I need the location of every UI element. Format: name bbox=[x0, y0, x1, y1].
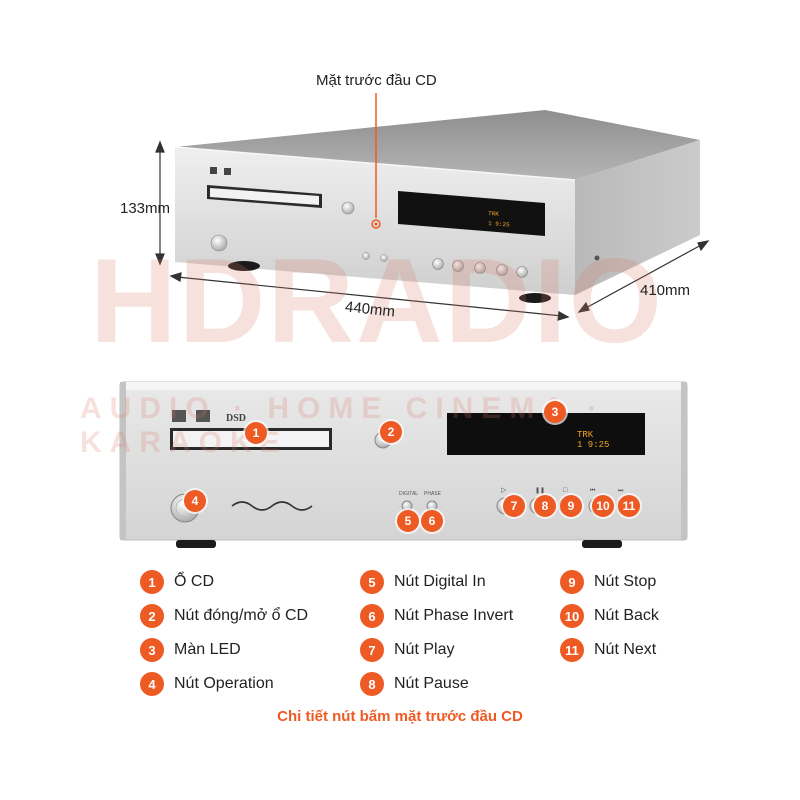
dimension-depth: 410mm bbox=[640, 282, 691, 299]
badge-5: 5 bbox=[397, 510, 419, 532]
badge-3: 3 bbox=[544, 401, 566, 423]
chassis-side bbox=[575, 140, 700, 295]
dimension-height: 133mm bbox=[120, 200, 171, 217]
badge-4: 4 bbox=[184, 490, 206, 512]
dimension-lines bbox=[155, 140, 710, 321]
front-display-trk: TRK bbox=[577, 430, 594, 440]
top-operation-knob bbox=[210, 234, 228, 252]
foot-left bbox=[228, 261, 260, 271]
chassis-top bbox=[175, 110, 700, 180]
top-display-time: 1 9:25 bbox=[488, 220, 510, 229]
front-panel-callout: Mặt trước đầu CD bbox=[316, 72, 437, 89]
watermark-hdradio: HDRADIO bbox=[90, 234, 664, 368]
badge-6: 6 bbox=[421, 510, 443, 532]
badge-8: 8 bbox=[534, 495, 556, 517]
front-logo-dsd: DSD bbox=[226, 413, 246, 424]
svg-text:⏭: ⏭ bbox=[618, 488, 624, 494]
top-display-trk: TRK bbox=[488, 210, 500, 218]
front-display bbox=[447, 413, 645, 455]
digital-label: DIGITAL bbox=[399, 491, 418, 497]
top-display bbox=[398, 191, 545, 236]
foot-right bbox=[519, 293, 551, 303]
watermark-tagline: AUDIO · HOME CINEMA · KARAOKE bbox=[80, 392, 606, 459]
badge-7: 7 bbox=[503, 495, 525, 517]
badge-9: 9 bbox=[560, 495, 582, 517]
top-eject-button bbox=[341, 201, 355, 215]
chassis-front bbox=[175, 147, 575, 295]
front-display-time: 1 9:25 bbox=[577, 440, 609, 450]
svg-text:▷: ▷ bbox=[501, 487, 507, 494]
phase-label: PHASE bbox=[424, 491, 442, 497]
figure-caption: Chi tiết nút bấm mặt trước đầu CD bbox=[277, 708, 523, 725]
badge-1: 1 bbox=[245, 422, 267, 444]
badge-2: 2 bbox=[380, 421, 402, 443]
svg-text:❚❚: ❚❚ bbox=[535, 487, 545, 494]
svg-text:⏮: ⏮ bbox=[590, 488, 596, 494]
svg-text:□: □ bbox=[563, 487, 568, 494]
badge-10: 10 bbox=[592, 495, 614, 517]
badge-11: 11 bbox=[618, 495, 640, 517]
front-foot-right bbox=[582, 540, 622, 548]
front-foot-left bbox=[176, 540, 216, 548]
